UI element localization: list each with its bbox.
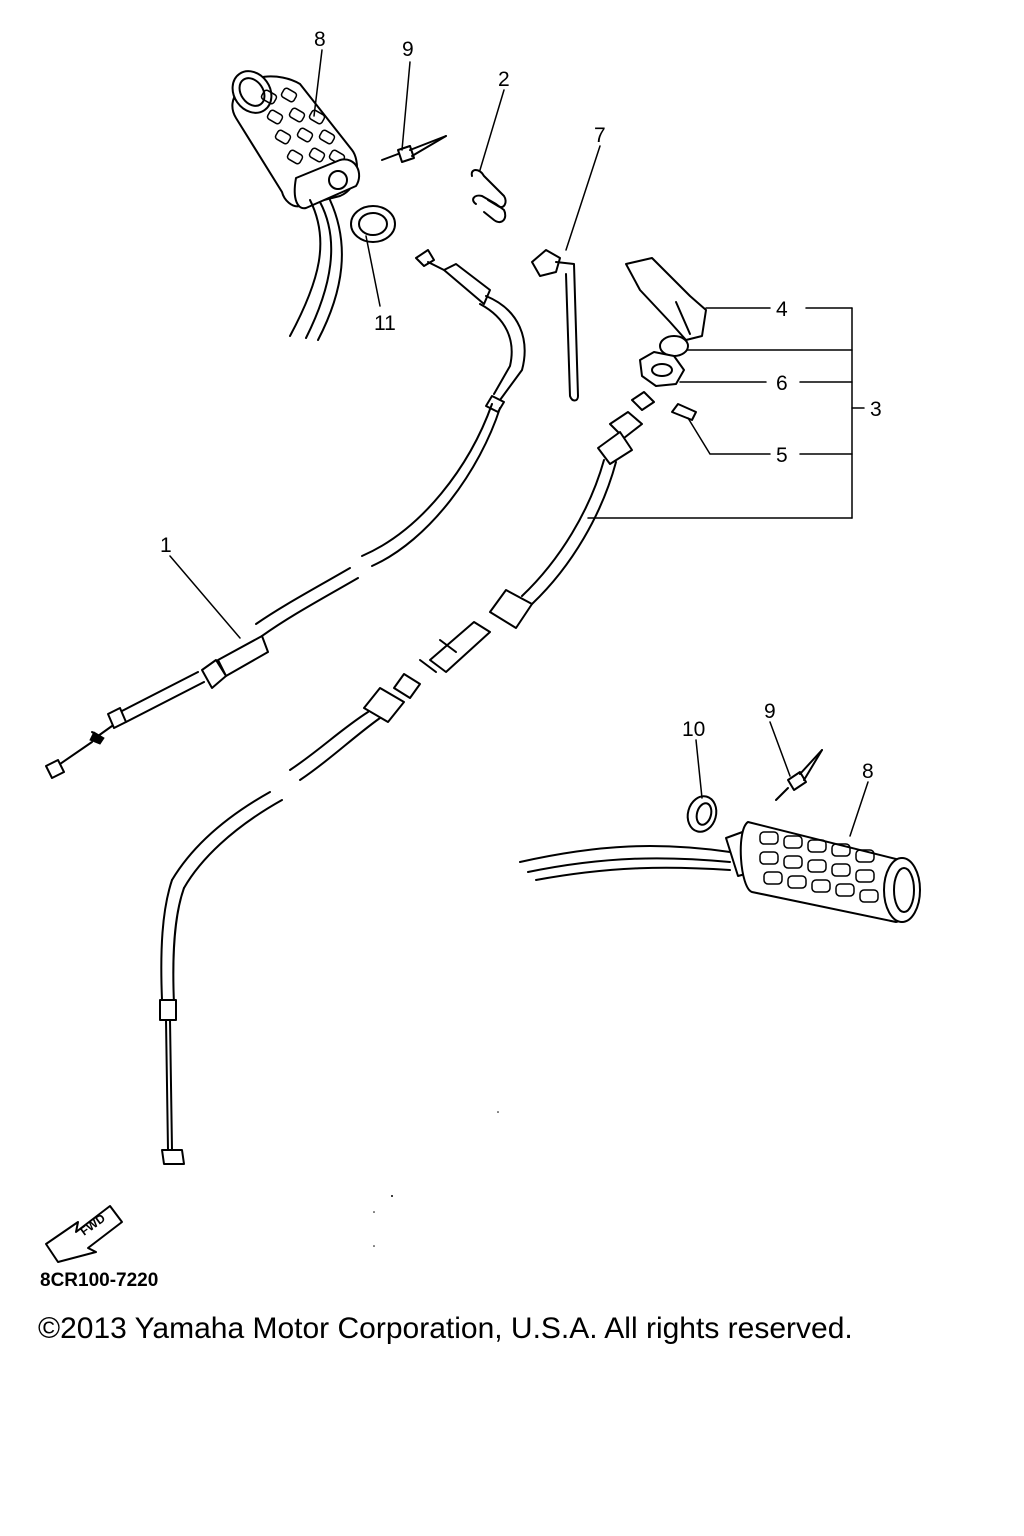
- callout-9-bottom: 9: [764, 700, 776, 723]
- collar-part-11: [350, 205, 396, 243]
- collar-part-10: [686, 795, 718, 833]
- top-screw: [381, 135, 447, 163]
- callout-8-top: 8: [314, 28, 326, 51]
- cable-tie-part-7: [531, 249, 579, 402]
- diagram-part-code: 8CR100-7220: [40, 1270, 158, 1291]
- cable-part-1: [45, 249, 526, 779]
- leader-lines: [169, 49, 869, 837]
- callout-6: 6: [776, 372, 788, 395]
- callout-5: 5: [776, 444, 788, 467]
- washer-part-6-small: [659, 335, 689, 357]
- callout-9-top: 9: [402, 38, 414, 61]
- callout-3: 3: [870, 398, 882, 421]
- callout-4: 4: [776, 298, 788, 321]
- nut-part-6: [639, 351, 685, 387]
- callout-7: 7: [594, 124, 606, 147]
- left-handlebar-grip: [231, 70, 361, 341]
- throttle-lever-part-4: [625, 257, 707, 341]
- right-handlebar-grip: [519, 821, 921, 923]
- forward-arrow-icon: FWD: [45, 1205, 123, 1263]
- callout-2: 2: [498, 68, 510, 91]
- pin-part-5: [671, 403, 697, 421]
- wire-clip-part-2: [470, 169, 507, 224]
- bottom-screw: [775, 749, 823, 801]
- copyright-notice: ©2013 Yamaha Motor Corporation, U.S.A. A…: [38, 1312, 853, 1345]
- callout-11: 11: [374, 312, 396, 335]
- cable-part-3: [159, 391, 655, 1165]
- callout-10: 10: [682, 718, 705, 741]
- callout-1: 1: [160, 534, 172, 557]
- callout-8-bottom: 8: [862, 760, 874, 783]
